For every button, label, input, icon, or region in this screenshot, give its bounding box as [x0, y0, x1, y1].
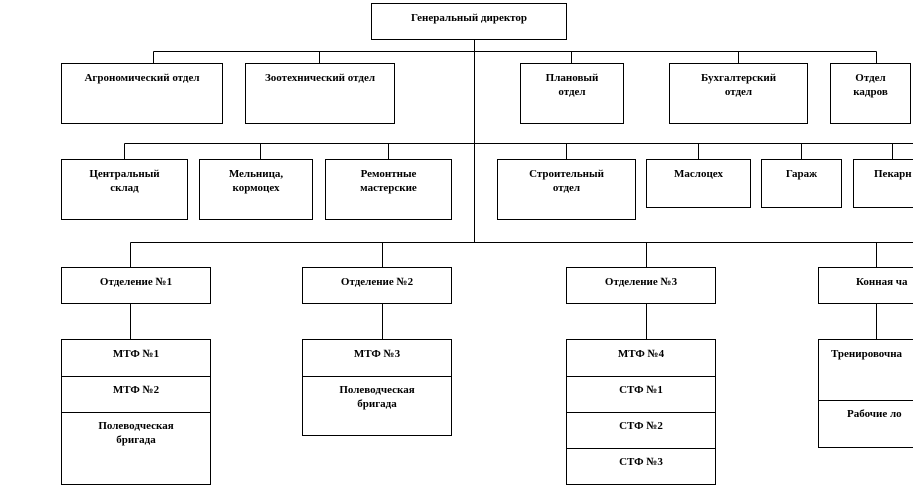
unit-label: СТФ №1 [619, 384, 663, 396]
department-label: Агрономический отдел [84, 72, 200, 84]
unit-label: бригада [116, 434, 156, 446]
unit-separator [567, 412, 715, 413]
division-title: Отделение №3 [604, 276, 678, 288]
department-label: Бухгалтерский [700, 72, 777, 84]
unit-separator [567, 448, 715, 449]
unit-label: Тренировочна [831, 348, 903, 360]
department-label: Зоотехнический отдел [265, 72, 375, 84]
unit-separator [567, 376, 715, 377]
unit-separator [819, 400, 913, 401]
division-title: Отделение №2 [340, 276, 414, 288]
division-3-units-box: МТФ №4 СТФ №1 СТФ №2 СТФ №3 [566, 339, 716, 485]
service-label: отдел [552, 182, 581, 194]
service-label: Маслоцех [674, 168, 723, 180]
division-2-units-box: МТФ №3 Полеводческая бригада [302, 339, 452, 436]
zootechnical-department-box: Зоотехнический отдел [245, 63, 395, 124]
agronomy-department-box: Агрономический отдел [61, 63, 223, 124]
unit-label: Полеводческая [98, 420, 174, 432]
department-label: отдел [724, 86, 753, 98]
division-title: Конная ча [856, 276, 908, 288]
unit-separator [303, 376, 451, 377]
unit-label: МТФ №3 [353, 348, 401, 360]
unit-label: МТФ №1 [112, 348, 160, 360]
service-label: Пекарн [874, 168, 912, 180]
hr-department-box: Отдел кадров [830, 63, 911, 124]
central-warehouse-box: Центральный склад [61, 159, 188, 220]
unit-label: СТФ №3 [619, 456, 663, 468]
department-label: кадров [853, 86, 888, 98]
planning-department-box: Плановый отдел [520, 63, 624, 124]
repair-shops-box: Ремонтные мастерские [325, 159, 452, 220]
unit-label: Рабочие ло [847, 408, 902, 420]
service-label: Ремонтные [360, 168, 417, 180]
department-label: отдел [558, 86, 586, 98]
unit-label: МТФ №2 [112, 384, 160, 396]
garage-box: Гараж [761, 159, 842, 208]
unit-separator [62, 376, 210, 377]
construction-department-box: Строительный отдел [497, 159, 636, 220]
horse-section-box: Конная ча [818, 267, 913, 304]
service-label: Строительный [529, 168, 604, 180]
horse-section-units-box: Тренировочна Рабочие ло [818, 339, 913, 448]
mill-feed-shop-box: Мельница, кормоцех [199, 159, 313, 220]
service-label: мастерские [360, 182, 417, 194]
division-title: Отделение №1 [99, 276, 173, 288]
service-label: склад [110, 182, 139, 194]
unit-label: Полеводческая [339, 384, 415, 396]
division-2-box: Отделение №2 [302, 267, 452, 304]
unit-separator [62, 412, 210, 413]
unit-label: СТФ №2 [619, 420, 663, 432]
general-director-box: Генеральный директор [371, 3, 567, 40]
general-director-label: Генеральный директор [410, 12, 528, 24]
department-label: Плановый [545, 72, 599, 84]
service-label: Центральный [89, 168, 160, 180]
division-1-box: Отделение №1 [61, 267, 211, 304]
service-label: Гараж [785, 168, 818, 180]
butter-shop-box: Маслоцех [646, 159, 751, 208]
division-3-box: Отделение №3 [566, 267, 716, 304]
accounting-department-box: Бухгалтерский отдел [669, 63, 808, 124]
service-label: кормоцех [232, 182, 280, 194]
division-1-units-box: МТФ №1 МТФ №2 Полеводческая бригада [61, 339, 211, 485]
department-label: Отдел [855, 72, 886, 84]
unit-label: бригада [357, 398, 397, 410]
bakery-box: Пекарн [853, 159, 913, 208]
unit-label: МТФ №4 [617, 348, 665, 360]
service-label: Мельница, [228, 168, 284, 180]
